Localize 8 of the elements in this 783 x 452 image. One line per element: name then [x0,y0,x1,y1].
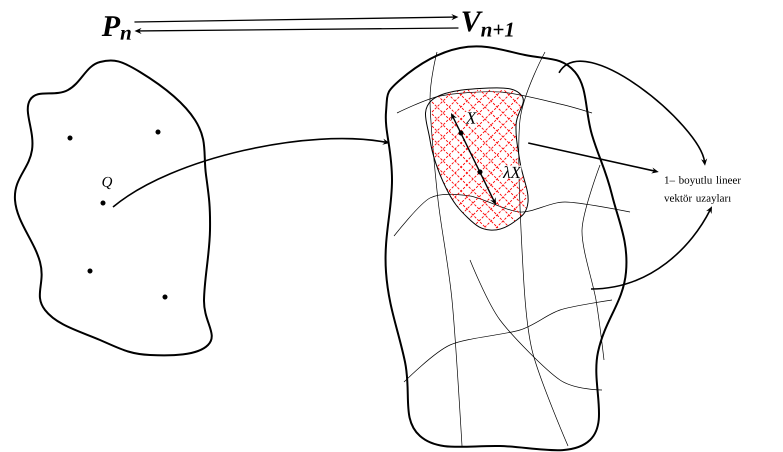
set-region [14,60,213,356]
point-label: Q [102,176,112,190]
space-symbol: V$_{n+1}$ [462,12,513,36]
caption-text: 1– boyutlu lineer vektör uzayları [664,176,741,204]
vector-label: X [465,112,477,124]
vector-label: λX [502,166,522,178]
space-symbol: P$_{n}$ [102,16,131,40]
hatched-region [424,87,529,231]
